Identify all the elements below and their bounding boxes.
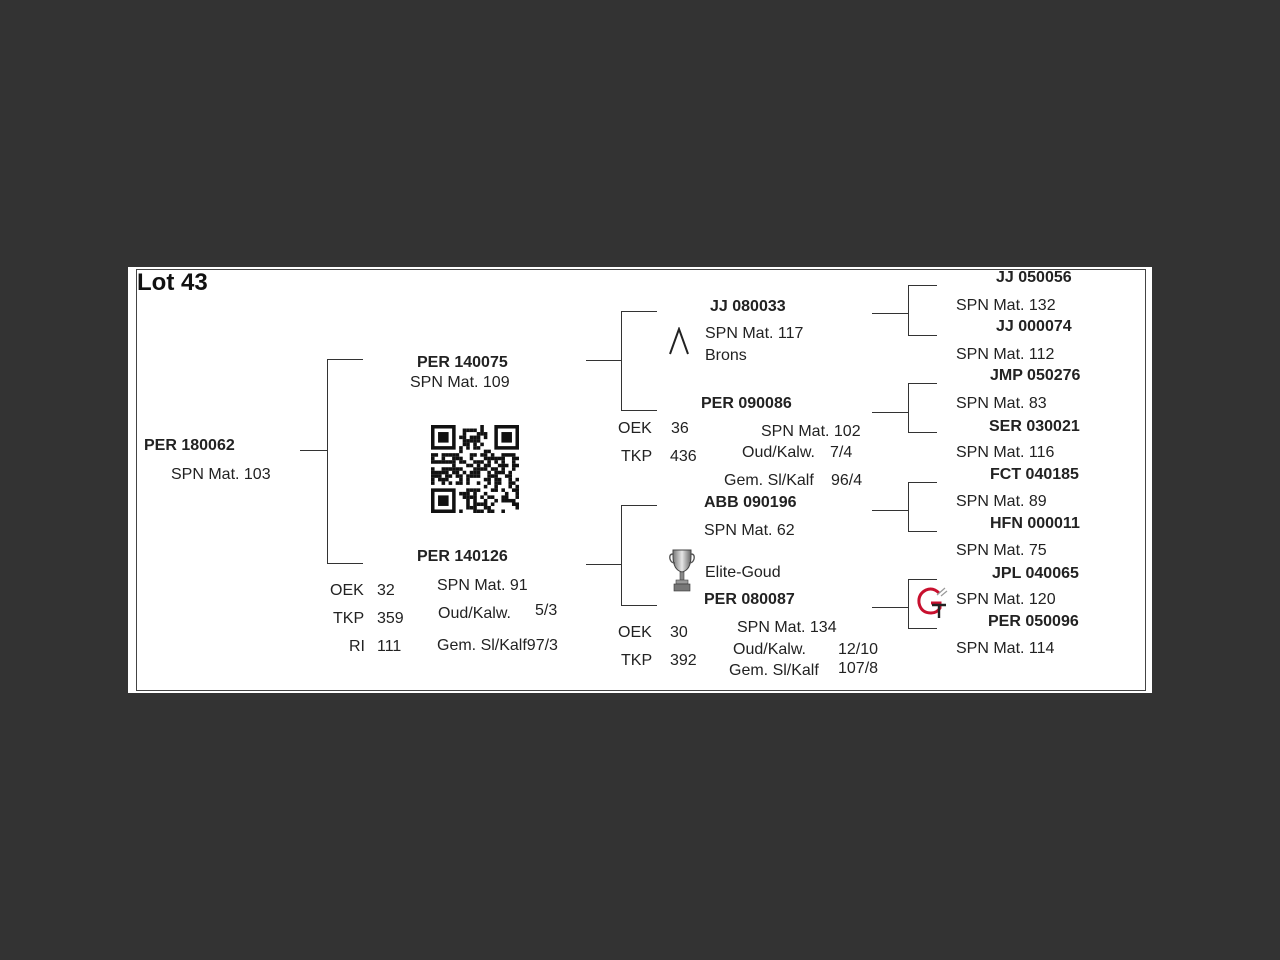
- connector: [872, 412, 908, 413]
- sire-id: PER 140075: [417, 354, 508, 371]
- subject-spn: SPN Mat. 103: [171, 466, 271, 483]
- ss-spn: SPN Mat. 117: [705, 325, 804, 342]
- gen4-spn: SPN Mat. 114: [956, 640, 1055, 657]
- connector: [908, 482, 937, 483]
- connector: [300, 450, 327, 451]
- gen4-id: JJ 000074: [996, 318, 1072, 335]
- connector: [621, 505, 657, 506]
- dam-tkp-label: TKP: [333, 610, 365, 627]
- gen4-id: JPL 040065: [992, 565, 1079, 582]
- connector: [327, 359, 328, 563]
- connector: [621, 605, 657, 606]
- sd-spn: SPN Mat. 102: [761, 423, 861, 440]
- trophy-icon: [669, 549, 695, 592]
- connector: [908, 482, 909, 531]
- ds-id: ABB 090196: [704, 494, 797, 511]
- ds-spn: SPN Mat. 62: [704, 522, 795, 539]
- connector: [621, 311, 657, 312]
- dam-oud-label: Oud/Kalw.: [438, 605, 511, 622]
- gen4-spn: SPN Mat. 89: [956, 493, 1047, 510]
- dd-spn: SPN Mat. 134: [737, 619, 837, 636]
- sd-gem-label: Gem. Sl/Kalf: [724, 472, 814, 489]
- dam-gem: Gem. Sl/Kalf97/3: [437, 637, 558, 654]
- gen4-spn: SPN Mat. 112: [956, 346, 1055, 363]
- gen4-spn: SPN Mat. 116: [956, 444, 1055, 461]
- connector: [327, 359, 363, 360]
- lambda-icon: [669, 327, 689, 355]
- connector: [872, 607, 908, 608]
- dam-ri-value: 111: [377, 638, 402, 655]
- dd-oek-label: OEK: [618, 624, 652, 641]
- gen4-id: JMP 050276: [990, 367, 1081, 384]
- gen4-id: JJ 050056: [996, 269, 1072, 286]
- gen4-spn: SPN Mat. 132: [956, 297, 1056, 314]
- gen4-id: HFN 000011: [990, 515, 1080, 532]
- connector: [872, 313, 908, 314]
- connector: [621, 311, 622, 410]
- qr-code[interactable]: [431, 425, 519, 513]
- connector: [327, 563, 363, 564]
- connector: [908, 285, 909, 335]
- sd-oek-label: OEK: [618, 420, 652, 437]
- dam-tkp-value: 359: [377, 610, 404, 627]
- sd-tkp-value: 436: [670, 448, 697, 465]
- gt-logo-icon: [917, 587, 948, 618]
- gen4-spn: SPN Mat. 83: [956, 395, 1047, 412]
- sd-tkp-label: TKP: [621, 448, 653, 465]
- dam-ri-label: RI: [349, 638, 365, 655]
- sd-oud-label: Oud/Kalw.: [742, 444, 815, 461]
- connector: [908, 335, 937, 336]
- dam-spn: SPN Mat. 91: [437, 577, 528, 594]
- pedigree-card: Lot 43 PER 180062 SPN Mat. 103 PER 14007…: [128, 267, 1152, 693]
- connector: [908, 531, 937, 532]
- sire-spn: SPN Mat. 109: [410, 374, 510, 391]
- connector: [586, 564, 622, 565]
- gen4-id: PER 050096: [988, 613, 1079, 630]
- dd-tkp-value: 392: [670, 652, 697, 669]
- connector: [621, 410, 657, 411]
- connector: [621, 505, 622, 605]
- dam-oek-value: 32: [377, 582, 395, 599]
- connector: [908, 383, 937, 384]
- sd-oek-value: 36: [671, 420, 689, 437]
- connector: [908, 383, 909, 432]
- ss-id: JJ 080033: [710, 298, 786, 315]
- dd-oud-value: 12/10: [838, 641, 879, 658]
- lot-title: Lot 43: [137, 269, 208, 296]
- dd-gem-value: 107/8: [838, 660, 879, 677]
- dam-oek-label: OEK: [330, 582, 364, 599]
- ss-award: Brons: [705, 347, 747, 364]
- sd-gem-value: 96/4: [831, 472, 863, 489]
- connector: [872, 510, 908, 511]
- connector: [586, 360, 622, 361]
- gen4-id: SER 030021: [989, 418, 1080, 435]
- connector: [908, 579, 937, 580]
- gen4-spn: SPN Mat. 120: [956, 591, 1056, 608]
- ds-award: Elite-Goud: [705, 564, 781, 581]
- sd-id: PER 090086: [701, 395, 792, 412]
- gen4-id: FCT 040185: [990, 466, 1079, 483]
- connector: [908, 579, 909, 628]
- dam-oud-value: 5/3: [535, 602, 558, 619]
- sd-oud-value: 7/4: [830, 444, 853, 461]
- dd-oud-label: Oud/Kalw.: [733, 641, 806, 658]
- dam-id: PER 140126: [417, 548, 508, 565]
- dd-oek-value: 30: [670, 624, 688, 641]
- dd-gem-label: Gem. Sl/Kalf: [729, 662, 819, 679]
- gen4-spn: SPN Mat. 75: [956, 542, 1047, 559]
- dd-id: PER 080087: [704, 591, 795, 608]
- connector: [908, 432, 937, 433]
- subject-id: PER 180062: [144, 437, 235, 454]
- dd-tkp-label: TKP: [621, 652, 653, 669]
- connector: [908, 628, 937, 629]
- connector: [908, 285, 937, 286]
